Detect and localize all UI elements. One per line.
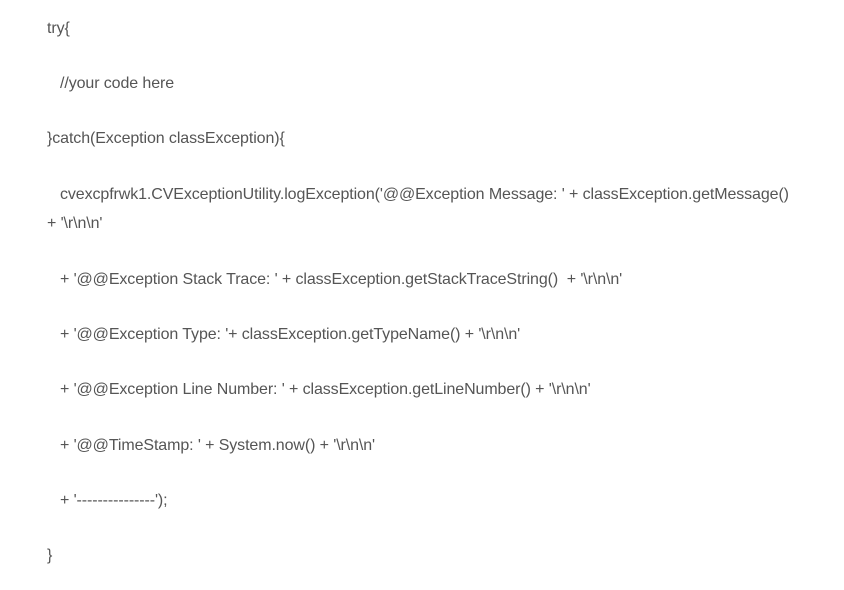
code-line-closing-brace: } xyxy=(47,547,53,564)
code-line-line-number: + '@@Exception Line Number: ' + classExc… xyxy=(60,381,591,398)
code-line-timestamp: + '@@TimeStamp: ' + System.now() + '\r\n… xyxy=(60,437,376,454)
code-line-separator: + '---------------'); xyxy=(60,492,168,509)
code-line-comment: //your code here xyxy=(60,75,175,92)
code-line-stack-trace: + '@@Exception Stack Trace: ' + classExc… xyxy=(60,271,623,288)
code-line-try: try{ xyxy=(47,20,70,37)
code-line-exception-type: + '@@Exception Type: '+ classException.g… xyxy=(60,326,521,343)
code-line-catch: }catch(Exception classException){ xyxy=(47,130,285,147)
code-line-message-newline: + '\r\n\n' xyxy=(47,215,103,232)
code-line-log-exception: cvexcpfrwk1.CVExceptionUtility.logExcept… xyxy=(60,186,789,203)
